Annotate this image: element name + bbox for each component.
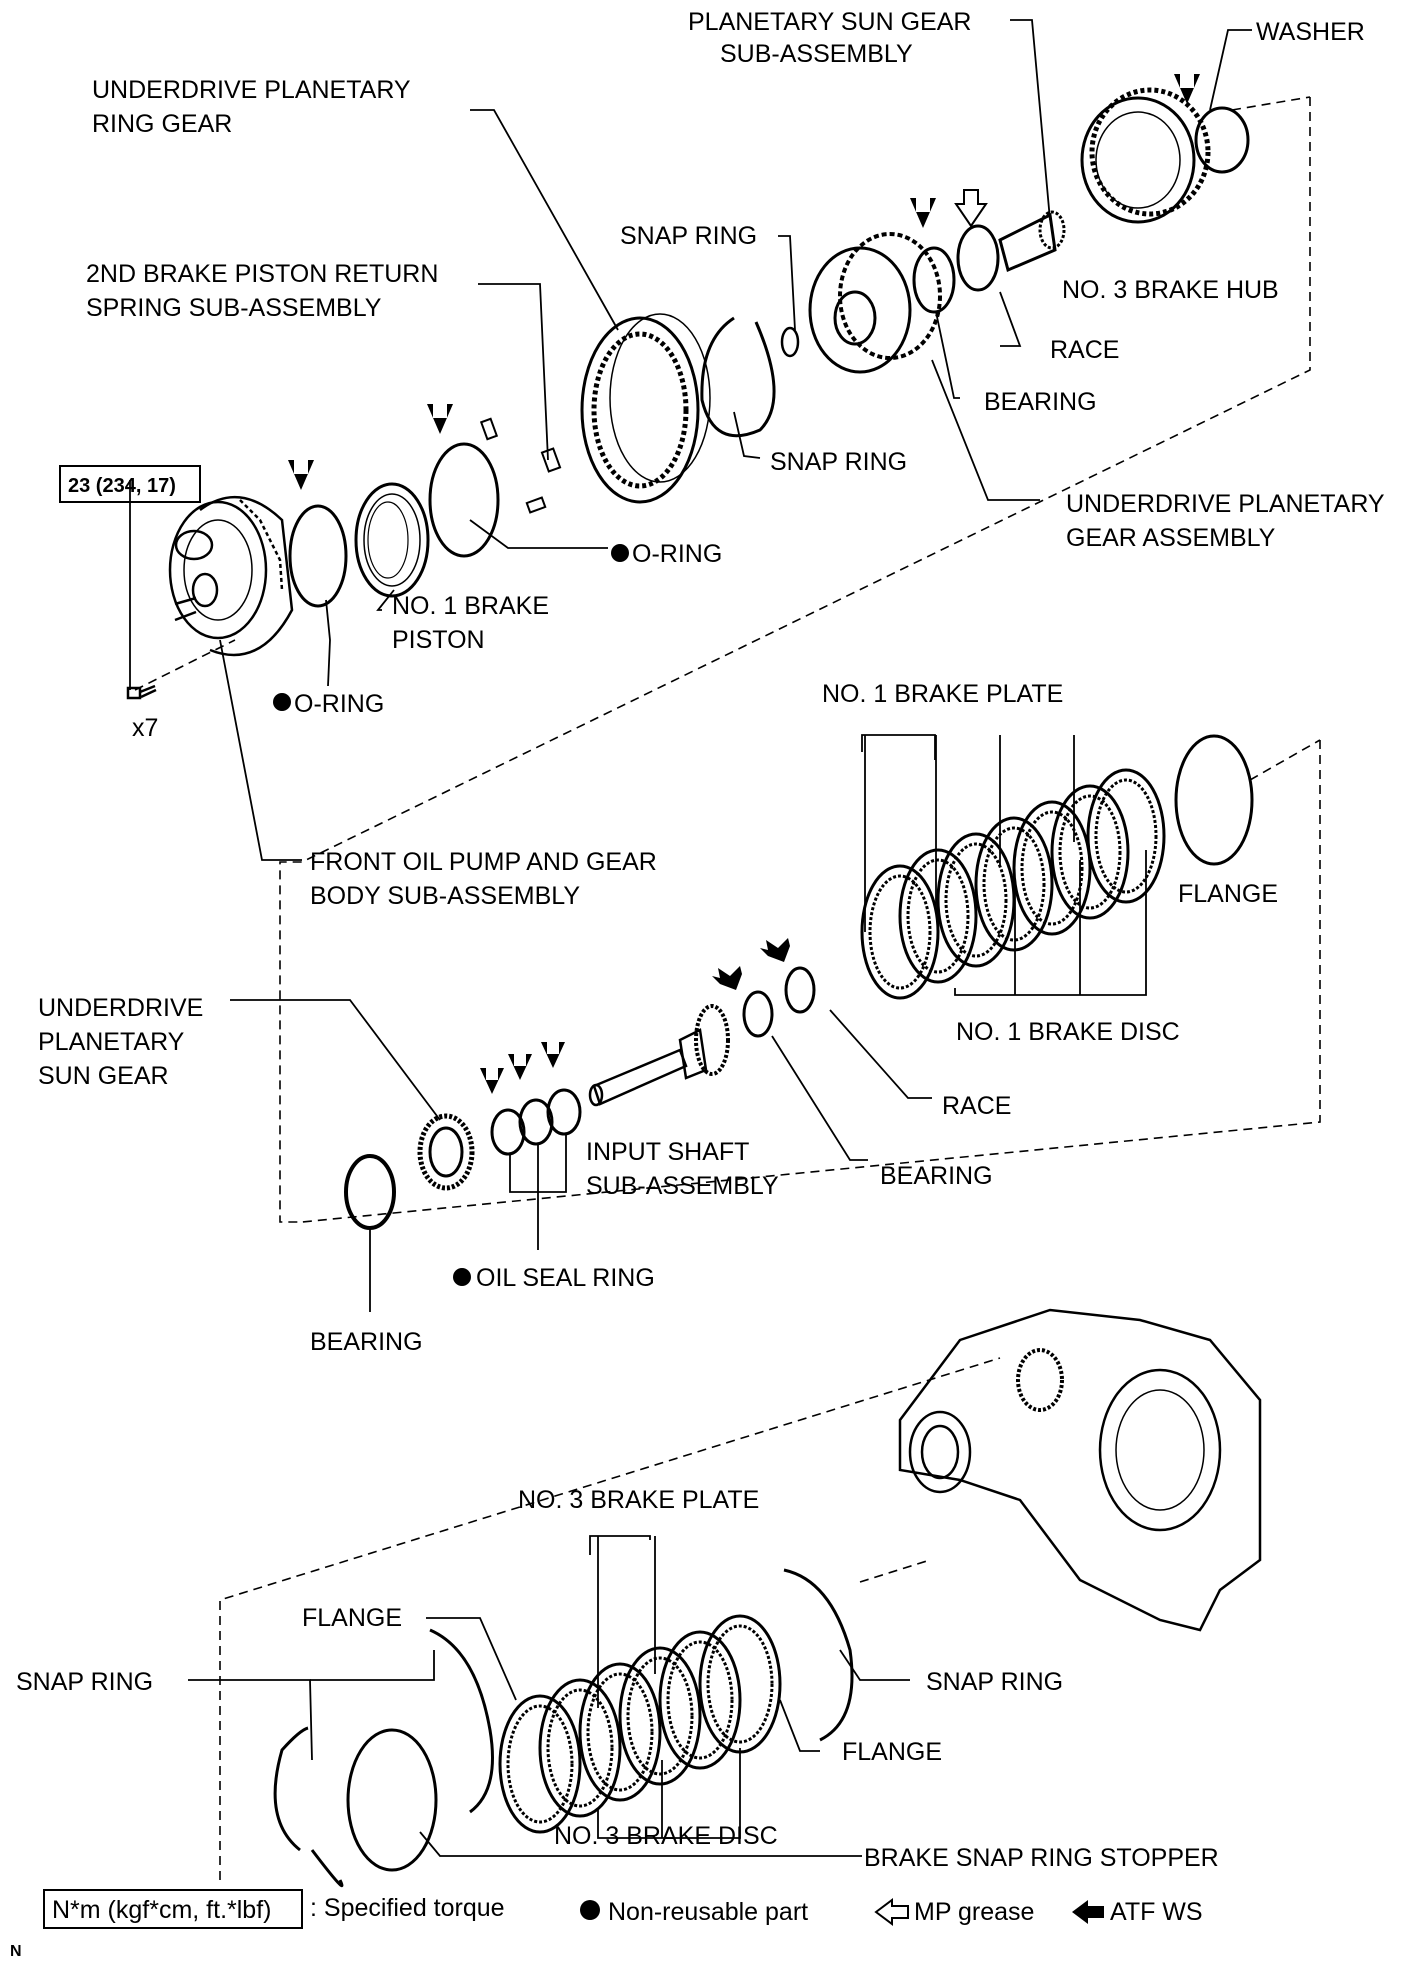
label-flange-mid: FLANGE	[1178, 880, 1278, 908]
legend-non-reusable: Non-reusable part	[608, 1898, 808, 1926]
label-oil-seal-ring: OIL SEAL RING	[476, 1264, 655, 1292]
label-brake-snap-ring-stopper: BRAKE SNAP RING STOPPER	[864, 1844, 1219, 1872]
flange-mid-drawing	[1174, 734, 1254, 866]
snap-ring-low-left-b-drawing	[273, 1726, 309, 1852]
front-oil-pump-drawing	[168, 495, 294, 657]
label-bearing-top: BEARING	[984, 388, 1097, 416]
label-washer: WASHER	[1256, 18, 1365, 46]
oil-seal-rings-drawing	[490, 1088, 582, 1156]
label-flange-low-left: FLANGE	[302, 1604, 402, 1632]
bearing-top-drawing	[912, 246, 956, 314]
underdrive-sun-gear-drawing	[417, 1113, 475, 1191]
input-shaft-drawing	[588, 1004, 730, 1107]
ring-gear-drawing	[580, 313, 711, 504]
label-o-ring-upper: O-RING	[632, 540, 722, 568]
no1-brake-pack-drawing	[860, 768, 1166, 1000]
non-reusable-dot-icon	[273, 693, 291, 711]
planetary-gear-assembly-drawing	[808, 232, 942, 374]
label-o-ring-lower: O-RING	[294, 690, 384, 718]
label-torque-value: 23 (234, 17)	[68, 475, 176, 497]
o-ring-upper-drawing	[428, 442, 500, 558]
bolt-drawing	[126, 684, 157, 700]
legend-mp-grease: MP grease	[914, 1898, 1034, 1926]
washer-drawing	[1194, 106, 1250, 174]
snap-ring-low-right-drawing	[783, 1568, 854, 1742]
brake-piston-drawing	[354, 482, 430, 598]
label-race-top: RACE	[1050, 336, 1119, 364]
label-no3-brake-plate: NO. 3 BRAKE PLATE	[518, 1486, 759, 1514]
label-race-mid: RACE	[942, 1092, 1011, 1120]
snap-ring-small-drawing	[780, 326, 800, 358]
sun-gear-sub-assembly-drawing	[998, 210, 1066, 273]
brake-hub-drawing	[1080, 87, 1211, 224]
snap-ring-low-left-a-drawing	[429, 1628, 494, 1814]
legend: N*m (kgf*cm, ft.*lbf) : Specified torque…	[43, 1889, 1203, 1929]
label-snap-ring-low-right: SNAP RING	[926, 1668, 1063, 1696]
non-reusable-dot-icon	[611, 544, 629, 562]
atf-ws-arrow-markers	[288, 74, 1200, 1094]
no3-brake-pack-drawing	[498, 1614, 782, 1834]
snap-ring-low-left-c-drawing	[310, 1849, 344, 1888]
label-bearing-mid: BEARING	[880, 1162, 993, 1190]
corner-code: N	[10, 1943, 22, 1960]
brake-snap-ring-stopper-drawing	[346, 1728, 438, 1872]
label-no1-brake-disc: NO. 1 BRAKE DISC	[956, 1018, 1180, 1046]
legend-atf-ws: ATF WS	[1110, 1898, 1203, 1926]
bearing-left-drawing	[344, 1154, 396, 1230]
legend-torque-text: : Specified torque	[310, 1894, 505, 1922]
atf-ws-arrow-icon	[1072, 1900, 1104, 1924]
snap-ring-mid-drawing	[700, 316, 776, 438]
label-snap-ring-mid: SNAP RING	[770, 448, 907, 476]
race-top-drawing	[956, 224, 1000, 292]
label-snap-ring-low-left: SNAP RING	[16, 1668, 153, 1696]
non-reusable-dot-icon	[580, 1900, 600, 1920]
label-bolt-qty: x7	[132, 714, 158, 742]
non-reusable-dot-icon	[453, 1268, 471, 1286]
label-flange-low-right: FLANGE	[842, 1738, 942, 1766]
label-bearing-left: BEARING	[310, 1328, 423, 1356]
legend-torque-units: N*m (kgf*cm, ft.*lbf)	[52, 1896, 271, 1924]
mp-grease-arrow-marker	[954, 189, 988, 228]
label-no3-brake-disc: NO. 3 BRAKE DISC	[554, 1822, 778, 1850]
race-mid-drawing	[784, 966, 816, 1014]
mp-grease-arrow-icon	[874, 1898, 909, 1926]
bearing-mid-drawing	[742, 990, 774, 1038]
leader-lines	[129, 19, 1252, 1857]
transaxle-case-drawing	[898, 1308, 1262, 1632]
o-ring-lower-drawing	[288, 504, 348, 608]
assembly-outline-dashed	[134, 96, 1321, 1880]
return-spring-drawing	[479, 417, 562, 514]
label-no1-brake-plate: NO. 1 BRAKE PLATE	[822, 680, 1063, 708]
label-snap-ring-top: SNAP RING	[620, 222, 757, 250]
torque-value-box	[59, 465, 201, 503]
legend-torque-box	[43, 1889, 303, 1929]
label-no3-brake-hub: NO. 3 BRAKE HUB	[1062, 276, 1279, 304]
